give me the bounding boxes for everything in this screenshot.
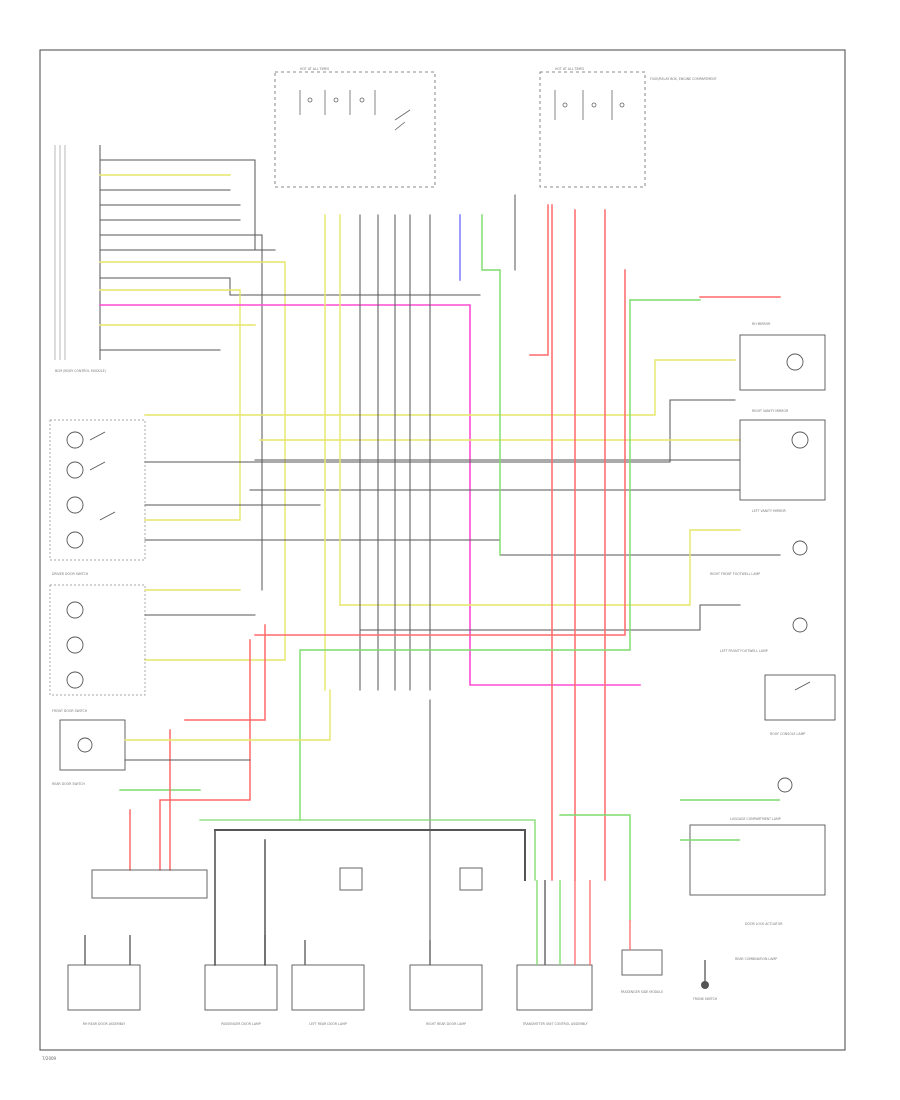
right-vanity-label: RIGHT VANITY MIRROR <box>752 409 789 413</box>
rh-mirror-label: RH MIRROR <box>752 322 771 326</box>
left-connector-block <box>54 145 101 360</box>
rr-footwell-label: RIGHT FRONT FOOTWELL LAMP <box>710 572 760 576</box>
bottom-label-7: TRUNK SWITCH <box>692 997 718 1001</box>
footer-date: 7/2009 <box>42 1056 57 1061</box>
lr-footwell-label: LEFT FRONT FOOTWELL LAMP <box>720 649 768 653</box>
luggage-lamp-label: LUGGAGE COMPARTMENT LAMP <box>730 817 781 821</box>
bottom-connector-wires <box>84 880 706 985</box>
left-vanity-label: LEFT VANITY MIRROR <box>752 509 787 513</box>
rear-door-switch-label: REAR DOOR SWITCH <box>52 782 85 786</box>
bottom-label-2: PASSENGER DOOR LAMP <box>221 1022 261 1026</box>
right-vanity-mirror <box>739 419 826 501</box>
rear-door-switch <box>59 719 126 771</box>
front-door-switch-label: FRONT DOOR SWITCH <box>52 709 88 713</box>
front-door-switches <box>49 584 146 696</box>
footwell-lamps <box>792 540 808 633</box>
horizontal-harness <box>99 159 641 686</box>
fuse-enclosure-right <box>539 71 646 188</box>
bcm-label: BCM (BODY CONTROL MODULE) <box>55 369 106 373</box>
driver-door-switch-label: DRIVER DOOR SWITCH <box>52 572 89 576</box>
vertical-wires <box>159 194 781 881</box>
bottom-label-4: RIGHT REAR DOOR LAMP <box>426 1022 466 1026</box>
diagram-frame <box>39 49 846 1051</box>
bottom-label-3: LEFT REAR DOOR LAMP <box>309 1022 347 1026</box>
fuse-block-label: FUSE/RELAY BOX, ENGINE COMPARTMENT <box>650 77 717 81</box>
bottom-label-5: TRANSMITTER UNIT CONTROL ASSEMBLY <box>521 1022 587 1026</box>
driver-door-switches <box>49 419 146 561</box>
fuse-enclosure-left <box>274 71 436 188</box>
rh-mirror <box>739 334 826 391</box>
hot-at-all-times-label-1: HOT AT ALL TIMES <box>300 67 329 71</box>
roof-console-lamp <box>764 674 836 721</box>
rear-note-label: REAR COMBINATION LAMP <box>735 957 777 961</box>
fuse-group <box>299 90 625 131</box>
luggage-lamp <box>680 777 826 896</box>
bottom-label-1: RH REAR DOOR ASSEMBLY <box>83 1022 125 1026</box>
bottom-label-6: PASSENGER SIDE MODULE <box>621 990 663 994</box>
map-lamp-label: ROOF CONSOLE LAMP <box>770 732 805 736</box>
hot-at-all-times-label-2: HOT AT ALL TIMES <box>555 67 584 71</box>
bottom-components <box>67 867 709 1011</box>
door-lock-label: DOOR LOCK ACTUATOR <box>745 922 783 926</box>
bottom-harness <box>119 689 631 966</box>
